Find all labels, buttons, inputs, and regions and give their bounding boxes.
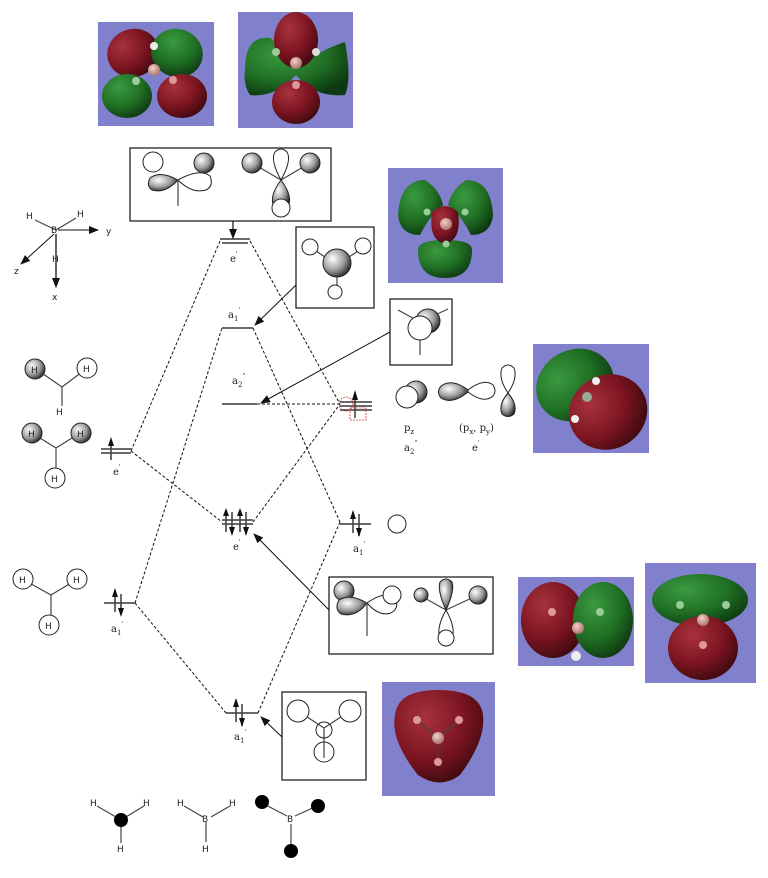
label-pz: pz [404, 423, 414, 436]
level-h3-e: e' [101, 437, 131, 478]
level-b-s: a1' [340, 510, 407, 557]
mo-render-e-antibonding-2 [238, 12, 353, 128]
atom-h: H [28, 430, 35, 440]
sketch-box-e-antibonding [129, 147, 332, 239]
selection-marker-icon [338, 396, 367, 421]
axis-label-z: z [14, 267, 19, 277]
label-bh3-e-antibonding: e' [230, 251, 238, 265]
label-bh3-a1-bonding: a1' [234, 729, 246, 745]
atom-h: H [19, 576, 26, 586]
structure-h3-central-dot: H H H [90, 799, 150, 855]
atom-h: H [77, 430, 84, 440]
atom-b: B [202, 815, 208, 825]
level-b-p [338, 390, 372, 421]
mo-render-a1-bonding [382, 682, 495, 796]
h3-e-orbital-sketch-1: H H H [24, 357, 98, 418]
axes-atom-h3: H [52, 255, 59, 265]
sketch-box-a1-bonding [260, 691, 367, 781]
label-bh3-e-bonding: e' [233, 539, 241, 553]
axis-label-y: y [106, 227, 112, 237]
level-bh3-a1-antibonding: a1' [222, 307, 253, 329]
mo-render-e-bonding-1 [518, 577, 634, 666]
level-h3-a1: a1' [104, 588, 135, 637]
s-orbital-icon [387, 514, 407, 534]
structure-bh3-dots: B [255, 795, 325, 858]
mo-render-e-bonding-2 [645, 563, 756, 683]
correlation-lines [130, 240, 341, 714]
level-bh3-e-bonding: e' [222, 508, 253, 553]
atom-h: H [56, 408, 63, 418]
b-p-orbitals: pz a2" (px, py) e' [395, 364, 516, 456]
axes-inset: H H B H y z x [14, 210, 112, 303]
axes-atom-h2: H [77, 210, 84, 220]
h3-e-orbital-sketch-2: H H H [21, 422, 92, 489]
label-bh3-a1-antibonding: a1' [228, 307, 240, 323]
label-bh3-a2: a2" [232, 373, 245, 389]
atom-h: H [51, 475, 58, 485]
label-h3-a1: a1' [111, 621, 123, 637]
py-orbital-icon [500, 364, 516, 417]
mo-render-e-antibonding-1 [98, 22, 214, 126]
mo-render-a1-antibonding [388, 168, 503, 283]
atom-h: H [83, 365, 90, 375]
atom-h: H [73, 576, 80, 586]
atom-h: H [31, 366, 38, 376]
atom-h: H [202, 845, 209, 855]
px-orbital-icon [438, 381, 496, 401]
sketch-box-a2 [260, 298, 453, 404]
axes-atom-b: B [51, 226, 57, 236]
atom-b: B [287, 815, 293, 825]
sketch-box-e-bonding [253, 533, 494, 655]
sketch-box-a1-antibonding [254, 226, 375, 326]
level-bh3-a1-bonding: a1' [226, 698, 258, 745]
structure-bh3: H H B H [177, 799, 236, 855]
pz-orbital-icon [395, 380, 428, 409]
atom-h: H [90, 799, 97, 809]
level-bh3-a2: a2" [222, 373, 257, 405]
atom-h: H [45, 622, 52, 632]
atom-h: H [229, 799, 236, 809]
mo-render-a2-nonbonding [533, 344, 649, 453]
label-pz-symmetry: a2" [404, 440, 417, 456]
axis-label-x: x [52, 293, 58, 303]
label-pxpy: (px, py) [459, 423, 494, 436]
label-h3-e: e' [113, 464, 121, 478]
axes-atom-h1: H [26, 212, 33, 222]
label-b-s: a1' [353, 541, 365, 557]
level-bh3-e-antibonding: e' [220, 238, 250, 265]
h3-a1-orbital-sketch: H H H [12, 568, 88, 636]
atom-h: H [117, 845, 124, 855]
atom-h: H [177, 799, 184, 809]
label-pxpy-symmetry: e' [472, 440, 480, 454]
atom-h: H [143, 799, 150, 809]
